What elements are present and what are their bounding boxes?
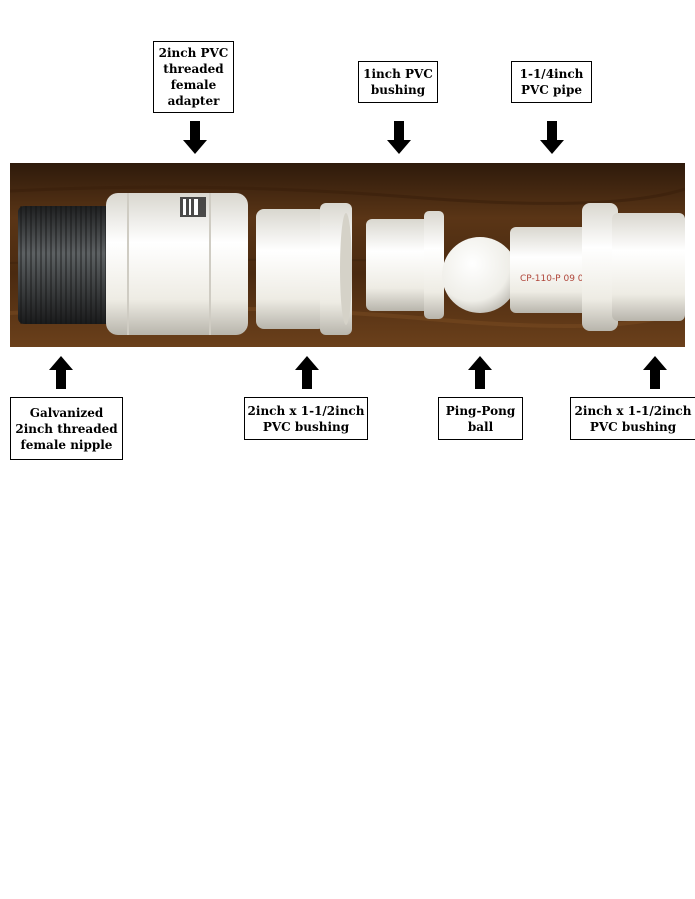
label-line: ball bbox=[467, 419, 494, 434]
label-line: PVC bushing bbox=[589, 419, 677, 434]
label-line: 2inch x 1-1/2inch bbox=[247, 403, 365, 418]
galvanized-nipple bbox=[18, 206, 123, 324]
label-line: 2inch x 1-1/2inch bbox=[574, 403, 692, 418]
up-arrow-icon bbox=[295, 356, 319, 389]
threaded-female-adapter bbox=[106, 193, 248, 335]
label-line: bushing bbox=[370, 83, 426, 97]
label-line: 2inch threaded bbox=[15, 421, 118, 436]
label-galvanized-nipple: Galvanized 2inch threaded female nipple bbox=[10, 397, 123, 460]
label-line: PVC pipe bbox=[520, 83, 583, 97]
label-line: adapter bbox=[167, 94, 220, 108]
bushing-2x1-1-2-right bbox=[582, 203, 685, 331]
label-line: 1inch PVC bbox=[363, 67, 433, 81]
up-arrow-icon bbox=[49, 356, 73, 389]
label-line: 2inch PVC bbox=[158, 46, 229, 60]
label-line: female bbox=[170, 78, 217, 92]
label-1inch-pvc-bushing: 1inch PVC bushing bbox=[358, 61, 438, 103]
label-threaded-female-adapter: 2inch PVC threaded female adapter bbox=[153, 41, 234, 113]
up-arrow-icon bbox=[468, 356, 492, 389]
down-arrow-icon bbox=[540, 121, 564, 154]
pvc-assembly-photo: CP-110-P 09 0 bbox=[10, 163, 685, 347]
label-line: Galvanized bbox=[29, 405, 104, 420]
bushing-2x1-1-2-left bbox=[256, 203, 352, 335]
label-line: threaded bbox=[163, 62, 224, 76]
label-bushing-left: 2inch x 1-1/2inch PVC bushing bbox=[244, 397, 368, 440]
label-line: Ping-Pong bbox=[445, 403, 516, 418]
ping-pong-ball bbox=[442, 237, 518, 313]
up-arrow-icon bbox=[643, 356, 667, 389]
label-ping-pong-ball: Ping-Pong ball bbox=[438, 397, 523, 440]
label-bushing-right: 2inch x 1-1/2inch PVC bushing bbox=[570, 397, 695, 440]
down-arrow-icon bbox=[387, 121, 411, 154]
pvc-pipe: CP-110-P 09 0 bbox=[510, 227, 590, 313]
bushing-1inch bbox=[366, 211, 444, 319]
pipe-marking: CP-110-P 09 0 bbox=[520, 274, 584, 284]
down-arrow-icon bbox=[183, 121, 207, 154]
label-line: PVC bushing bbox=[262, 419, 350, 434]
label-line: 1-1/4inch bbox=[519, 67, 584, 81]
label-pvc-pipe: 1-1/4inch PVC pipe bbox=[511, 61, 592, 103]
label-line: female nipple bbox=[20, 437, 113, 452]
